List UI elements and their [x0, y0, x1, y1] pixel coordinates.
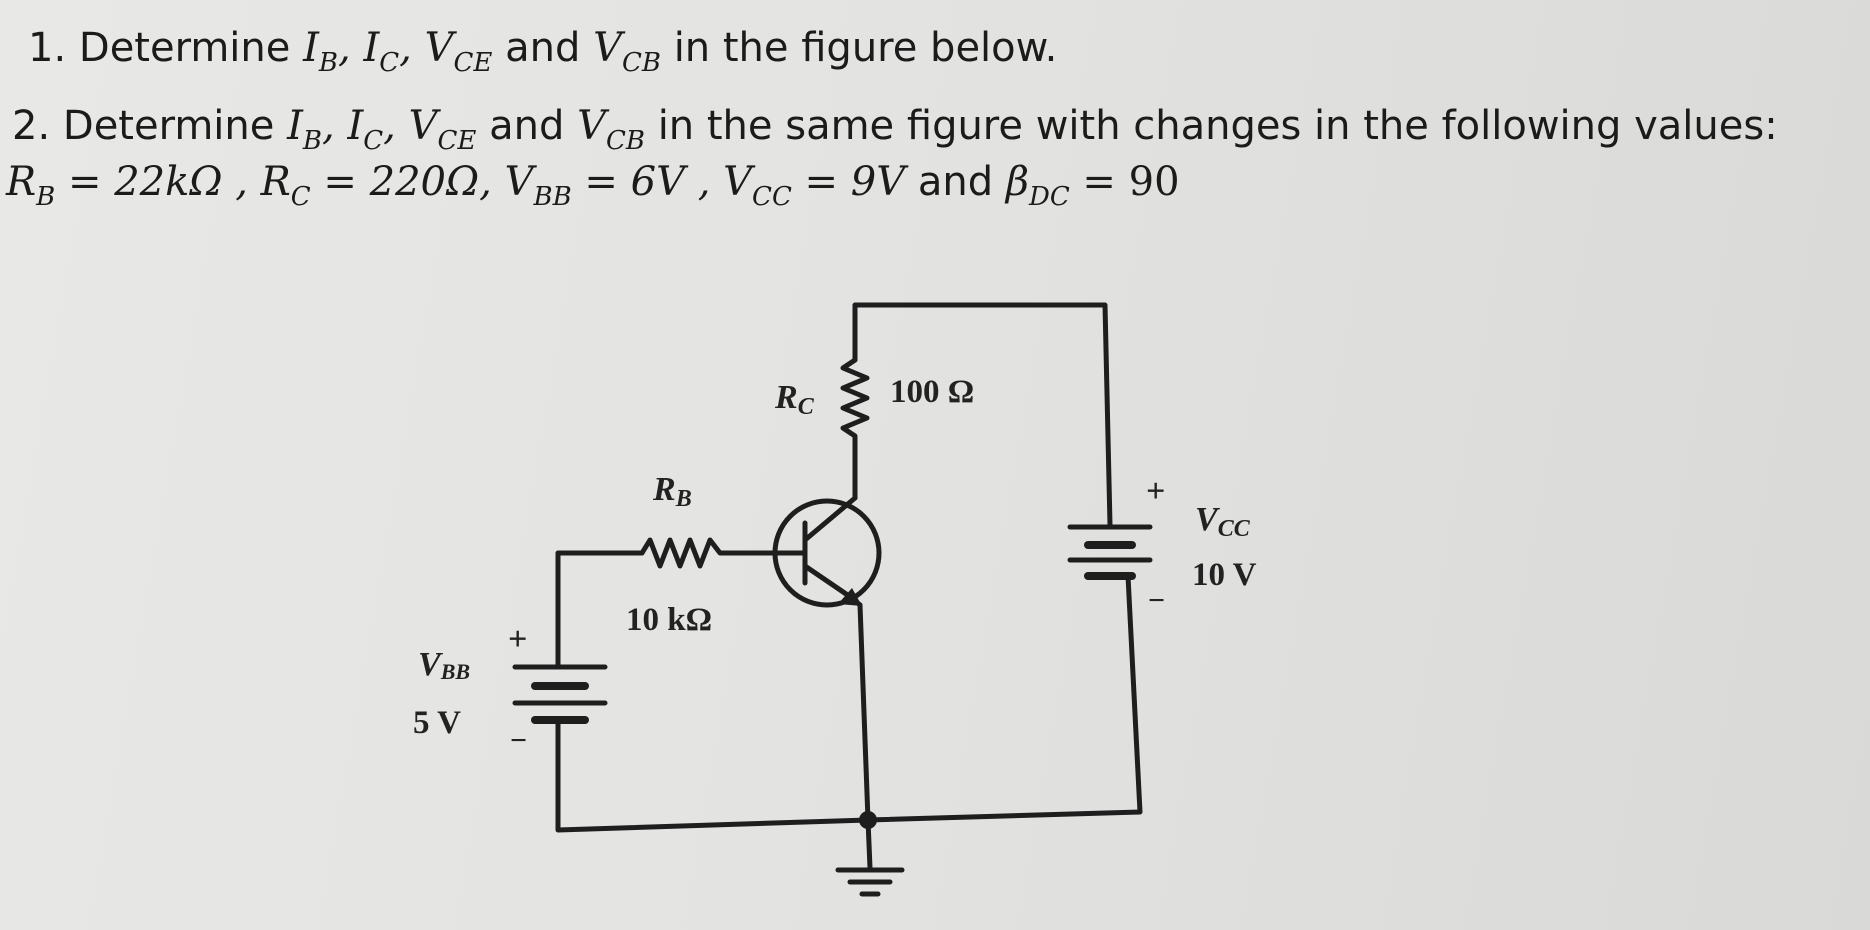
value-vbb: VBB = 6V ,: [504, 159, 711, 212]
label-rc: RC: [774, 379, 815, 420]
value-vbb-text: 6V: [630, 159, 685, 205]
label-rc-value: 100 Ω: [890, 374, 974, 410]
question-1-and: and: [505, 25, 581, 71]
value-rb-text: 22kΩ: [114, 159, 223, 205]
wire-vbb-bottom: [555, 717, 871, 833]
wire-emitter: [857, 602, 871, 823]
symbol-ib-2: IB,: [287, 103, 335, 156]
resistor-rb: [639, 537, 778, 569]
label-vbb-plus: +: [508, 621, 527, 658]
symbol-ic-2: IC,: [347, 103, 396, 156]
question-2-number: 2.: [12, 103, 51, 149]
question-1: 1. Determine IB, IC, VCE and VCB in the …: [28, 28, 1057, 76]
label-vbb-value: 5 V: [413, 705, 461, 741]
wire-vcc-bottom: [865, 573, 1143, 823]
question-1-number: 1.: [28, 25, 67, 71]
value-beta: βDC = 90: [1005, 159, 1180, 212]
value-rb: RB = 22kΩ ,: [6, 159, 248, 212]
label-rb-value: 10 kΩ: [626, 602, 712, 638]
question-2-tail: in the same figure with changes in the f…: [657, 103, 1778, 149]
label-vcc-minus: −: [1148, 584, 1165, 617]
symbol-vce-2: VCE: [408, 103, 477, 156]
symbol-vcb-2: VCB: [577, 103, 645, 156]
question-2-and: and: [489, 103, 565, 149]
symbol-ic: IC,: [363, 25, 412, 78]
value-rc: RC = 220Ω,: [260, 159, 492, 212]
question-2: 2. Determine IB, IC, VCE and VCB in the …: [12, 106, 1778, 154]
label-vcc-value: 10 V: [1192, 557, 1257, 593]
value-vcc-text: 9V: [850, 159, 906, 205]
question-1-tail: in the figure below.: [673, 25, 1058, 71]
question-2-values: RB = 22kΩ , RC = 220Ω, VBB = 6V , VCC = …: [6, 162, 1180, 210]
ground-junction: [859, 811, 877, 829]
wire-vbb-top: [555, 550, 645, 668]
wire-top: [852, 302, 1113, 528]
value-rc-text: 220Ω: [369, 159, 480, 205]
label-vbb: VBB: [418, 646, 470, 684]
symbol-vcb: VCB: [593, 25, 661, 78]
value-beta-text: 90: [1128, 159, 1180, 205]
label-vcc: VCC: [1195, 501, 1251, 542]
transistor-collector: [802, 495, 858, 543]
values-and: and: [917, 159, 994, 205]
symbol-ib: IB,: [303, 25, 351, 78]
label-rb: RB: [652, 471, 692, 512]
question-1-lead: Determine: [78, 25, 291, 71]
symbol-vce: VCE: [424, 25, 493, 78]
label-vcc-plus: +: [1146, 473, 1165, 510]
resistor-rc: [840, 357, 870, 501]
question-2-lead: Determine: [62, 103, 275, 149]
value-vcc: VCC = 9V: [723, 159, 906, 212]
transistor-emitter-arrow: [838, 588, 862, 606]
label-vbb-minus: −: [510, 724, 527, 757]
